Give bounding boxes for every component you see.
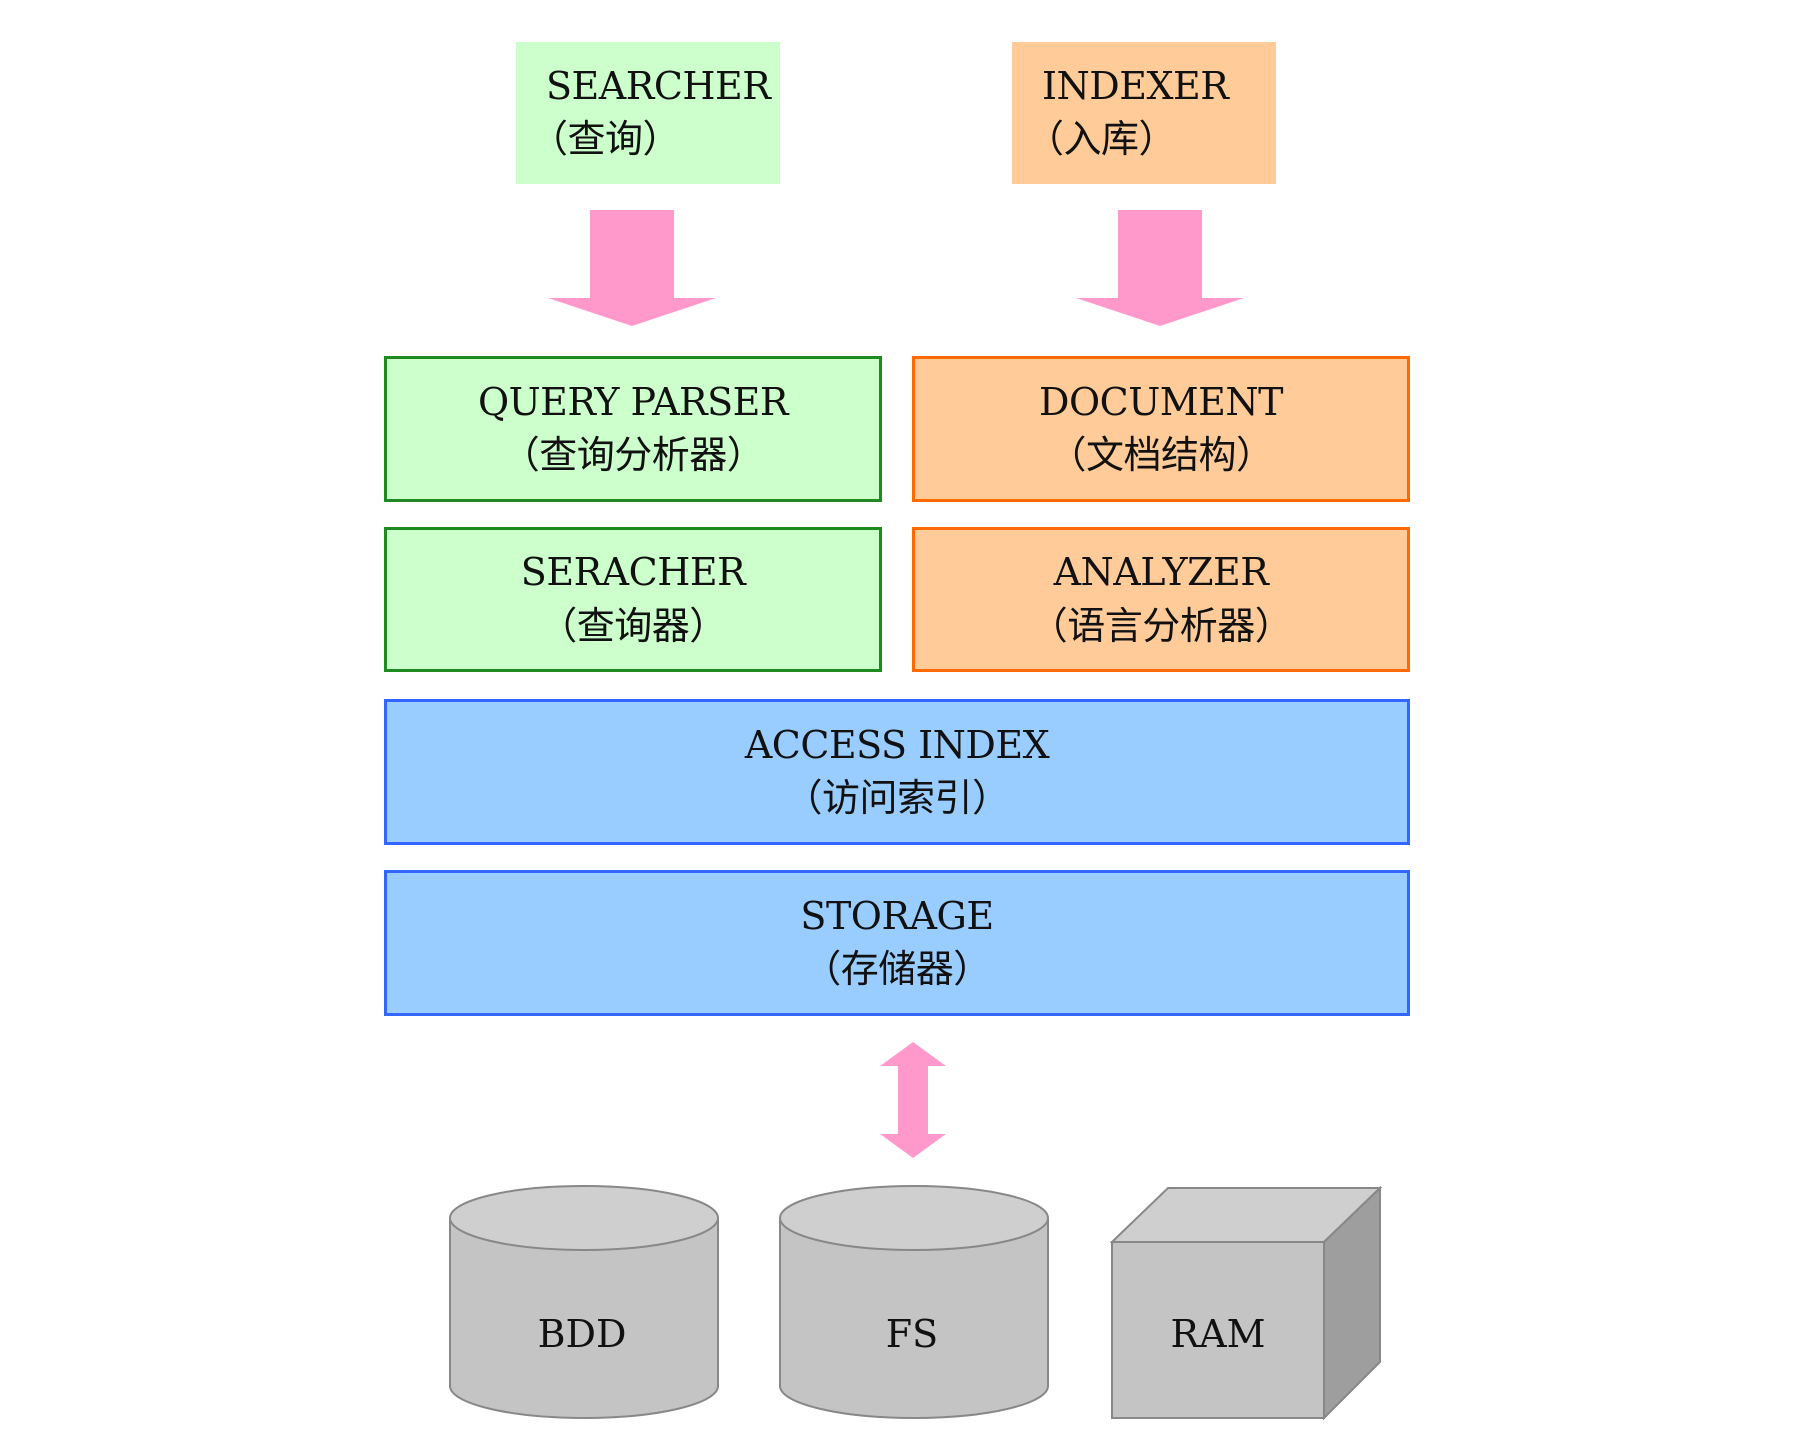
- access-index-box: ACCESS INDEX （访问索引）: [384, 699, 1410, 845]
- storage-title: STORAGE: [800, 893, 994, 938]
- analyzer-box: ANALYZER （语言分析器）: [912, 527, 1410, 672]
- searcher-box: SEARCHER （查询）: [516, 42, 780, 184]
- ram-cube-icon: [1110, 1186, 1382, 1420]
- storage-bidirectional-arrow: [880, 1042, 946, 1158]
- fs-cylinder-icon: [779, 1185, 1049, 1419]
- query-parser-title: QUERY PARSER: [477, 379, 789, 424]
- analyzer-title: ANALYZER: [1053, 550, 1269, 595]
- document-subtitle: （文档结构）: [1048, 433, 1274, 477]
- searcher-subtitle: （查询）: [530, 117, 681, 161]
- access-index-subtitle: （访问索引）: [784, 776, 1010, 820]
- searcher-title: SEARCHER: [546, 63, 771, 108]
- access-index-title: ACCESS INDEX: [744, 722, 1050, 767]
- document-title: DOCUMENT: [1039, 379, 1283, 424]
- indexer-title: INDEXER: [1042, 63, 1229, 108]
- fs-label: FS: [885, 1312, 939, 1356]
- seracher-title: SERACHER: [520, 550, 746, 595]
- storage-box: STORAGE （存储器）: [384, 870, 1410, 1016]
- seracher-box: SERACHER （查询器）: [384, 527, 882, 672]
- searcher-down-arrow: [548, 210, 716, 326]
- indexer-subtitle: （入库）: [1026, 117, 1177, 161]
- indexer-down-arrow: [1076, 210, 1244, 326]
- query-parser-box: QUERY PARSER （查询分析器）: [384, 356, 882, 502]
- storage-subtitle: （存储器）: [803, 947, 991, 991]
- query-parser-subtitle: （查询分析器）: [501, 433, 765, 477]
- ram-label: RAM: [1170, 1312, 1266, 1356]
- indexer-box: INDEXER （入库）: [1012, 42, 1276, 184]
- bdd-label: BDD: [537, 1312, 627, 1356]
- bdd-cylinder-icon: [449, 1185, 719, 1419]
- document-box: DOCUMENT （文档结构）: [912, 356, 1410, 502]
- seracher-subtitle: （查询器）: [539, 603, 727, 648]
- analyzer-subtitle: （语言分析器）: [1029, 603, 1293, 648]
